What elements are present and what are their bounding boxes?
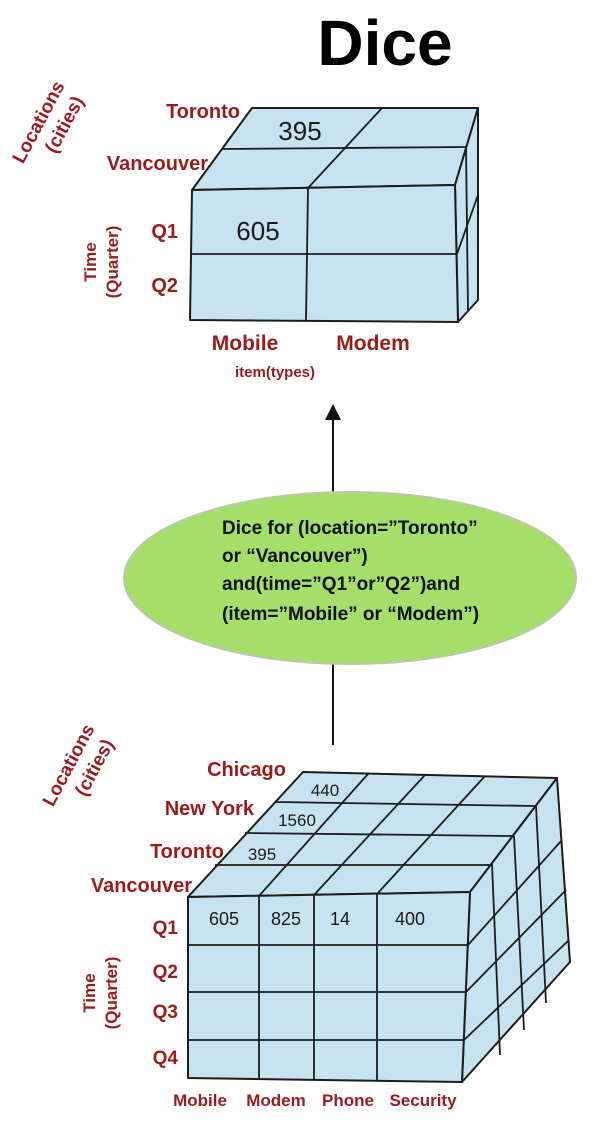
- time-axis-label: Time (Quarter): [81, 226, 122, 299]
- dice-operation: Dice for (location=”Toronto” or “Vancouv…: [123, 491, 577, 665]
- source-time-axis-label: Time (Quarter): [80, 957, 121, 1030]
- source-quarter-q3: Q3: [153, 1002, 178, 1023]
- operation-line-1: Dice for (location=”Toronto”: [222, 518, 478, 539]
- result-value-toronto: 395: [278, 116, 321, 146]
- source-item-security: Security: [389, 1091, 457, 1110]
- svg-text:Time: Time: [81, 242, 100, 281]
- diagram-title: Dice: [317, 7, 452, 79]
- quarter-label-q2: Q2: [151, 275, 178, 297]
- source-value-q1-mobile: 605: [209, 909, 239, 929]
- location-label-vancouver: Vancouver: [107, 153, 208, 175]
- item-label-modem: Modem: [336, 332, 410, 355]
- source-value-q1-modem: 825: [271, 909, 301, 929]
- source-location-vancouver: Vancouver: [91, 875, 192, 897]
- source-location-axis-label: Locations (cities): [39, 721, 119, 810]
- source-value-q1-phone: 14: [330, 909, 350, 929]
- svg-text:(Quarter): (Quarter): [103, 226, 122, 299]
- source-location-chicago: Chicago: [207, 759, 286, 781]
- source-value-new-york: 1560: [278, 811, 316, 830]
- source-value-chicago: 440: [311, 781, 339, 800]
- source-quarter-q2: Q2: [153, 962, 178, 983]
- item-axis-label: item(types): [235, 364, 315, 381]
- result-cube: 395 605 Toronto Vancouver Q1 Q2 Mobile M…: [9, 78, 479, 381]
- location-label-toronto: Toronto: [166, 101, 240, 123]
- source-quarter-q4: Q4: [153, 1048, 179, 1069]
- source-cube: 440 1560 395 605 825 14 400 Chicago New …: [39, 721, 571, 1110]
- operation-line-4: (item=”Mobile” or “Modem”): [222, 604, 479, 625]
- source-item-mobile: Mobile: [173, 1091, 227, 1110]
- operation-ellipse: [123, 491, 577, 665]
- source-location-toronto: Toronto: [150, 841, 224, 863]
- item-label-mobile: Mobile: [212, 332, 279, 355]
- source-location-new-york: New York: [165, 798, 255, 820]
- svg-text:Time: Time: [80, 973, 99, 1012]
- source-value-toronto: 395: [248, 845, 276, 864]
- operation-line-3: and(time=”Q1”or”Q2”)and: [222, 574, 460, 595]
- source-item-modem: Modem: [246, 1091, 306, 1110]
- operation-line-2: or “Vancouver”): [222, 546, 368, 567]
- result-value-vancouver-q1-mobile: 605: [236, 216, 279, 246]
- source-item-phone: Phone: [322, 1091, 374, 1110]
- svg-text:(Quarter): (Quarter): [102, 957, 121, 1030]
- source-value-q1-security: 400: [395, 909, 425, 929]
- source-quarter-q1: Q1: [153, 918, 179, 939]
- location-axis-label: Locations (cities): [9, 78, 89, 167]
- quarter-label-q1: Q1: [151, 221, 178, 243]
